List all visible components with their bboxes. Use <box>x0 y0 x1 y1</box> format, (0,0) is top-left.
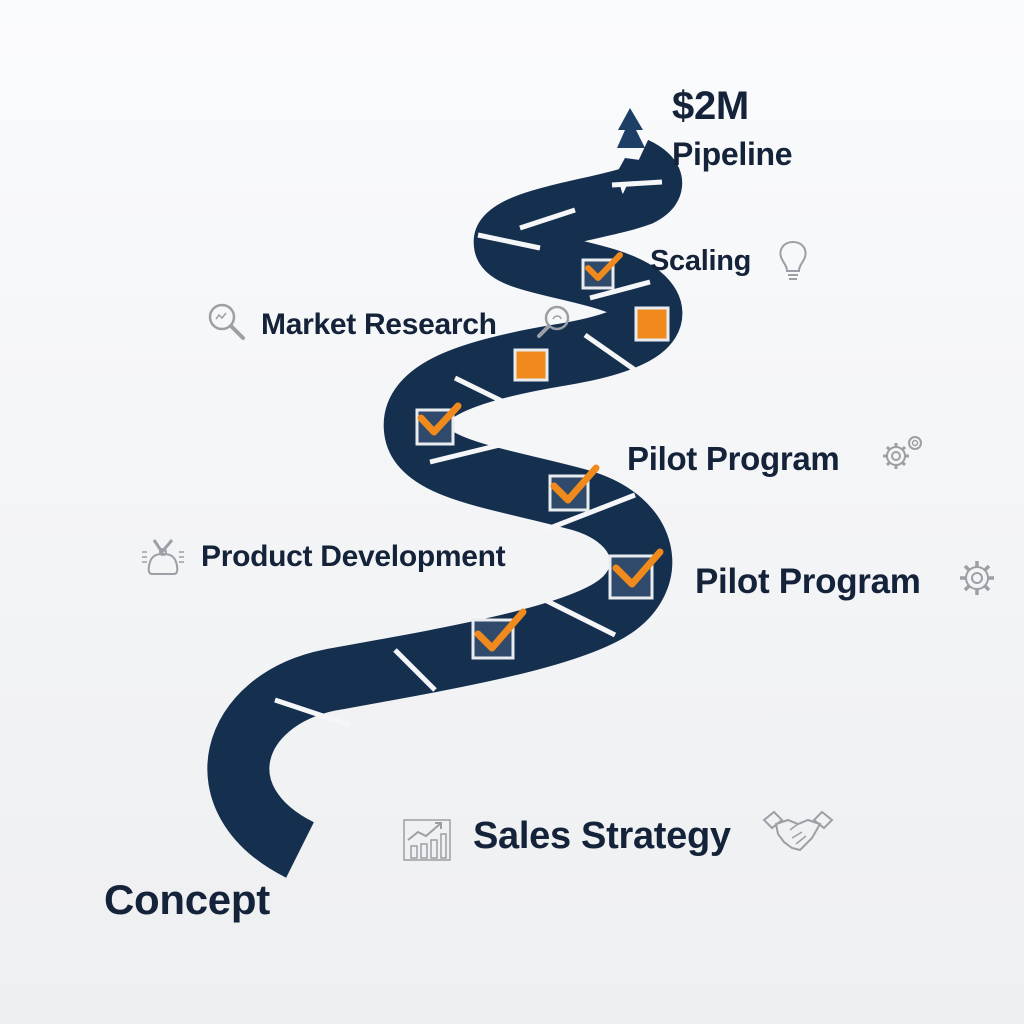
chart-growth-icon <box>403 819 451 861</box>
magnifier-icon <box>208 303 245 340</box>
milestone-pilot-program-1: Pilot Program <box>627 440 840 477</box>
lightbulb-icon <box>779 240 807 280</box>
milestone-product-development: Product Development <box>201 540 506 573</box>
checkpoint-4 <box>415 402 462 446</box>
arrow-up-icon <box>617 108 645 148</box>
gear-icon <box>960 561 994 595</box>
goal-label: Pipeline <box>672 136 793 172</box>
checkpoint-2 <box>608 548 664 600</box>
goal-amount: $2M <box>672 84 749 128</box>
magnifier-icon <box>537 305 570 338</box>
handshake-icon <box>762 810 834 852</box>
checkpoint-1 <box>471 608 527 660</box>
milestone-market-research: Market Research <box>261 308 497 341</box>
checkpoint-7 <box>581 252 623 290</box>
milestone-concept: Concept <box>104 876 270 923</box>
road-dividers <box>274 179 663 728</box>
gears-icon <box>883 436 922 469</box>
joystick-icon <box>142 539 184 575</box>
checkpoint-6 <box>634 306 670 342</box>
checkpoint-5 <box>513 348 549 382</box>
milestone-scaling: Scaling <box>650 245 752 277</box>
milestone-sales-strategy: Sales Strategy <box>473 815 731 857</box>
milestone-pilot-program-2: Pilot Program <box>695 562 921 601</box>
checkpoint-3 <box>548 464 600 512</box>
